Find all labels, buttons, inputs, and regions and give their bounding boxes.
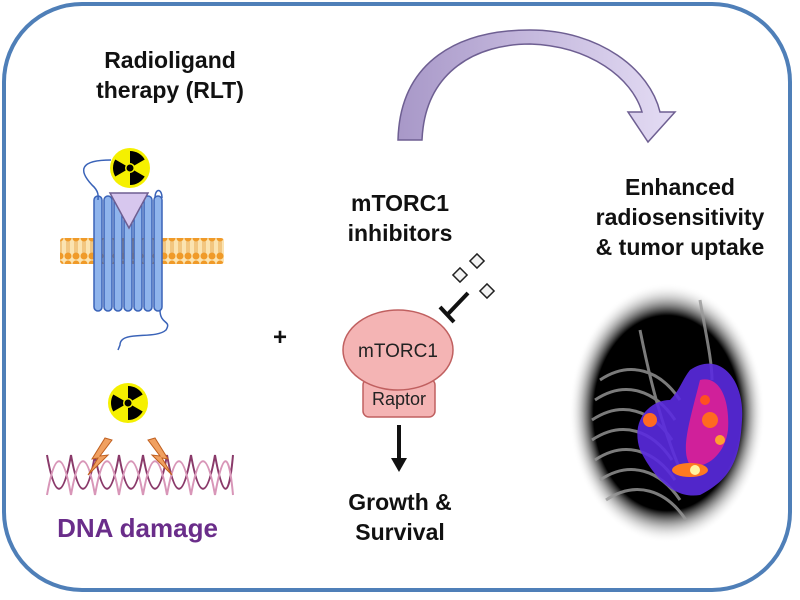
- receptor-icon: [82, 159, 169, 351]
- plus-sign: +: [272, 324, 287, 351]
- down-arrow-icon: [391, 425, 407, 472]
- curved-arrow: [397, 29, 677, 144]
- dna-helix-icon: [46, 454, 234, 496]
- ligand-triangle: [108, 192, 150, 230]
- mtorc1-ellipse: [342, 309, 454, 391]
- inhibitor-molecules: [451, 252, 496, 300]
- outcome-title-line1: Growth &: [348, 489, 452, 515]
- rlt-title: Radioligand therapy (RLT): [80, 45, 260, 105]
- result-title: Enhanced radiosensitivity & tumor uptake: [565, 172, 795, 262]
- result-title-line2: radiosensitivity: [595, 204, 765, 230]
- result-title-line3: & tumor uptake: [595, 234, 765, 260]
- radiation-icon: [108, 383, 148, 423]
- diagram-frame: [2, 2, 792, 592]
- mtorc1-label: mTORC1: [358, 341, 438, 362]
- inhibitors-title-line2: inhibitors: [347, 220, 453, 246]
- raptor-label: Raptor: [372, 389, 426, 409]
- result-title-line1: Enhanced: [625, 174, 735, 200]
- inhibitors-title: mTORC1 inhibitors: [325, 188, 475, 248]
- dna-damage-label: DNA damage: [57, 513, 218, 543]
- rlt-title-line1: Radioligand: [104, 47, 236, 73]
- radiation-icon: [110, 148, 150, 188]
- outcome-title-line2: Survival: [355, 519, 445, 545]
- pet-scan-image: [569, 283, 765, 543]
- inhibitors-title-line1: mTORC1: [351, 190, 449, 216]
- inhibition-arrow: [438, 291, 470, 324]
- rlt-title-line2: therapy (RLT): [96, 77, 244, 103]
- lightning-bolt-icon: [87, 437, 173, 476]
- outcome-title: Growth & Survival: [320, 487, 480, 547]
